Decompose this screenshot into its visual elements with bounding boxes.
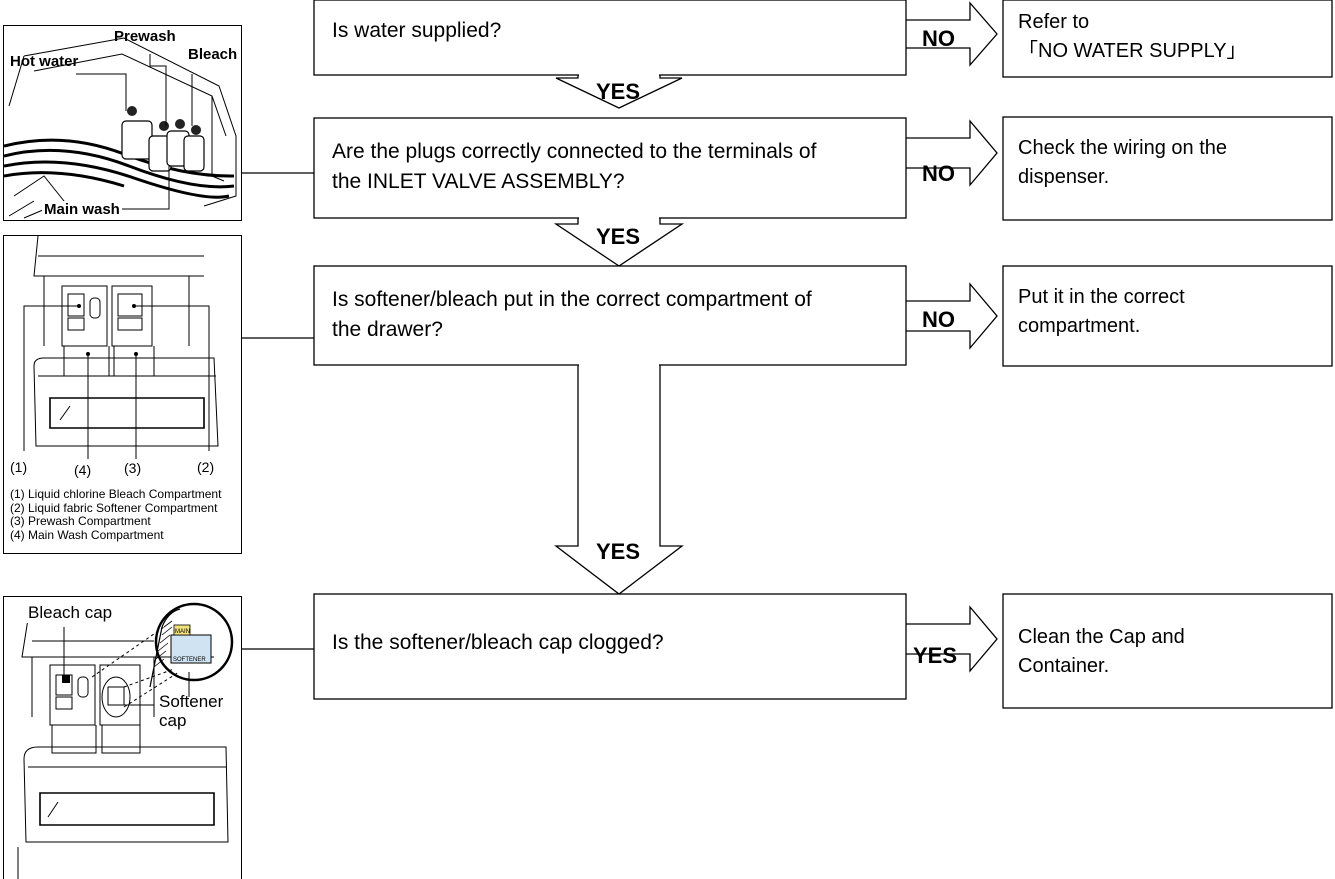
drawer-illustration: [23, 236, 219, 459]
label-main-wash: Main wash: [42, 201, 122, 218]
drawer-figure: (1) (4) (3) (2) (1) Liquid chlorine Blea…: [3, 235, 242, 554]
yes-label-3: YES: [596, 539, 641, 564]
result-4-line-1: Clean the Cap and: [1018, 626, 1185, 648]
no-arrow-2: [906, 119, 998, 187]
yes-arrow-right: [906, 605, 998, 673]
yes-down-arrow-1: [555, 75, 683, 109]
question-box-1: [313, 0, 907, 76]
question-4: Is the softener/bleach cap clogged?: [332, 631, 664, 654]
result-2-line-1: Check the wiring on the: [1018, 137, 1228, 159]
label-softener-cap: Softener cap: [159, 692, 223, 730]
result-box-2: [1002, 116, 1333, 221]
question-3-line-2: the drawer?: [332, 318, 443, 341]
result-4-line-2: Container.: [1018, 655, 1110, 677]
result-1: Refer to 「NO WATER SUPPLY」: [1018, 8, 1247, 66]
question-2-line-2: the INLET VALVE ASSEMBLY?: [332, 170, 625, 193]
marker-3: (3): [124, 460, 142, 476]
question-box-4: [313, 593, 907, 700]
legend-item-4: (4) Main Wash Compartment: [10, 527, 164, 542]
result-1-line-2: 「NO WATER SUPPLY」: [1018, 40, 1247, 62]
label-prewash: Prewash: [114, 28, 176, 45]
result-2-line-2: dispenser.: [1018, 166, 1110, 188]
label-bleach-cap: Bleach cap: [26, 603, 115, 623]
question-2: Are the plugs correctly connected to the…: [332, 137, 816, 197]
question-2-line-1: Are the plugs correctly connected to the…: [332, 140, 817, 163]
label-softener-cap-line-2: cap: [159, 711, 187, 730]
label-hot-water: Hot water: [10, 53, 79, 70]
label-bleach: Bleach: [188, 46, 238, 63]
branch-label-4: YES: [913, 643, 958, 668]
marker-4: (4): [74, 462, 92, 478]
result-box-3: [1002, 265, 1333, 367]
question-box-3: [313, 265, 907, 366]
marker-2: (2): [197, 459, 215, 475]
legend-item-3: (3) Prewash Compartment: [10, 514, 151, 528]
result-box-1: [1002, 0, 1333, 78]
inlet-valve-figure: Prewash Hot water Bleach Main wash: [3, 25, 242, 221]
caps-illustration: MAIN SOFTENER: [17, 602, 234, 879]
label-softener-cap-line-1: Softener: [159, 692, 224, 711]
legend-item-2: (2) Liquid fabric Softener Compartment: [10, 500, 218, 515]
inlet-valve-illustration: [4, 37, 237, 219]
branch-label-3: NO: [922, 307, 955, 332]
result-3-line-2: compartment.: [1018, 315, 1141, 337]
yes-label-2: YES: [596, 224, 641, 249]
question-1: Is water supplied?: [332, 19, 502, 42]
question-3: Is softener/bleach put in the correct co…: [332, 285, 812, 345]
branch-label-1: NO: [922, 26, 955, 51]
branch-label-2: NO: [922, 161, 955, 186]
result-3: Put it in the correct compartment.: [1018, 283, 1185, 341]
drawer-legend: (1) Liquid chlorine Bleach Compartment (…: [10, 487, 222, 542]
result-box-4: [1002, 593, 1333, 709]
result-1-line-1: Refer to: [1018, 11, 1090, 33]
caps-figure: MAIN SOFTENER Bleach cap Softener cap: [3, 596, 242, 879]
marker-1: (1): [10, 459, 28, 475]
no-arrow-3: [906, 282, 998, 350]
result-2: Check the wiring on the dispenser.: [1018, 134, 1227, 192]
no-arrow-1: [906, 1, 998, 67]
question-3-line-1: Is softener/bleach put in the correct co…: [332, 288, 812, 311]
yes-label-1: YES: [596, 79, 641, 104]
legend-item-1: (1) Liquid chlorine Bleach Compartment: [10, 487, 222, 501]
main-tag: MAIN: [175, 629, 190, 635]
result-3-line-1: Put it in the correct: [1018, 286, 1185, 308]
result-4: Clean the Cap and Container.: [1018, 623, 1185, 681]
softener-tag: SOFTENER: [173, 657, 206, 663]
